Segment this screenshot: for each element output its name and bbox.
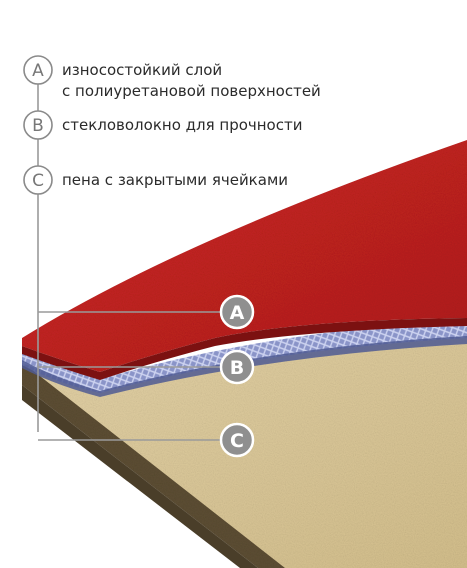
foam-layer-side <box>22 385 258 568</box>
legend-text-a-line1: износостойкий слой <box>62 61 222 79</box>
wear-layer-edge <box>22 318 467 380</box>
legend-marker-c: C <box>23 165 53 195</box>
callout-badge-c: C <box>219 422 255 458</box>
legend-marker-b: B <box>23 110 53 140</box>
wear-layer <box>22 140 467 372</box>
svg-text:B: B <box>230 357 244 379</box>
svg-text:C: C <box>230 430 244 452</box>
leader-lines <box>37 82 222 441</box>
legend-text-a-line2: с полиуретановой поверхностей <box>62 82 321 100</box>
svg-text:A: A <box>230 302 245 324</box>
legend-text-c: пена с закрытыми ячейками <box>62 171 288 189</box>
legend-marker-a: A <box>23 55 53 85</box>
svg-text:C: C <box>32 171 44 191</box>
legend-text-b: стекловолокно для прочности <box>62 116 302 134</box>
svg-text:A: A <box>32 61 44 81</box>
callout-badge-b: B <box>219 349 255 385</box>
callout-badge-a: A <box>219 294 255 330</box>
svg-text:B: B <box>32 116 44 136</box>
